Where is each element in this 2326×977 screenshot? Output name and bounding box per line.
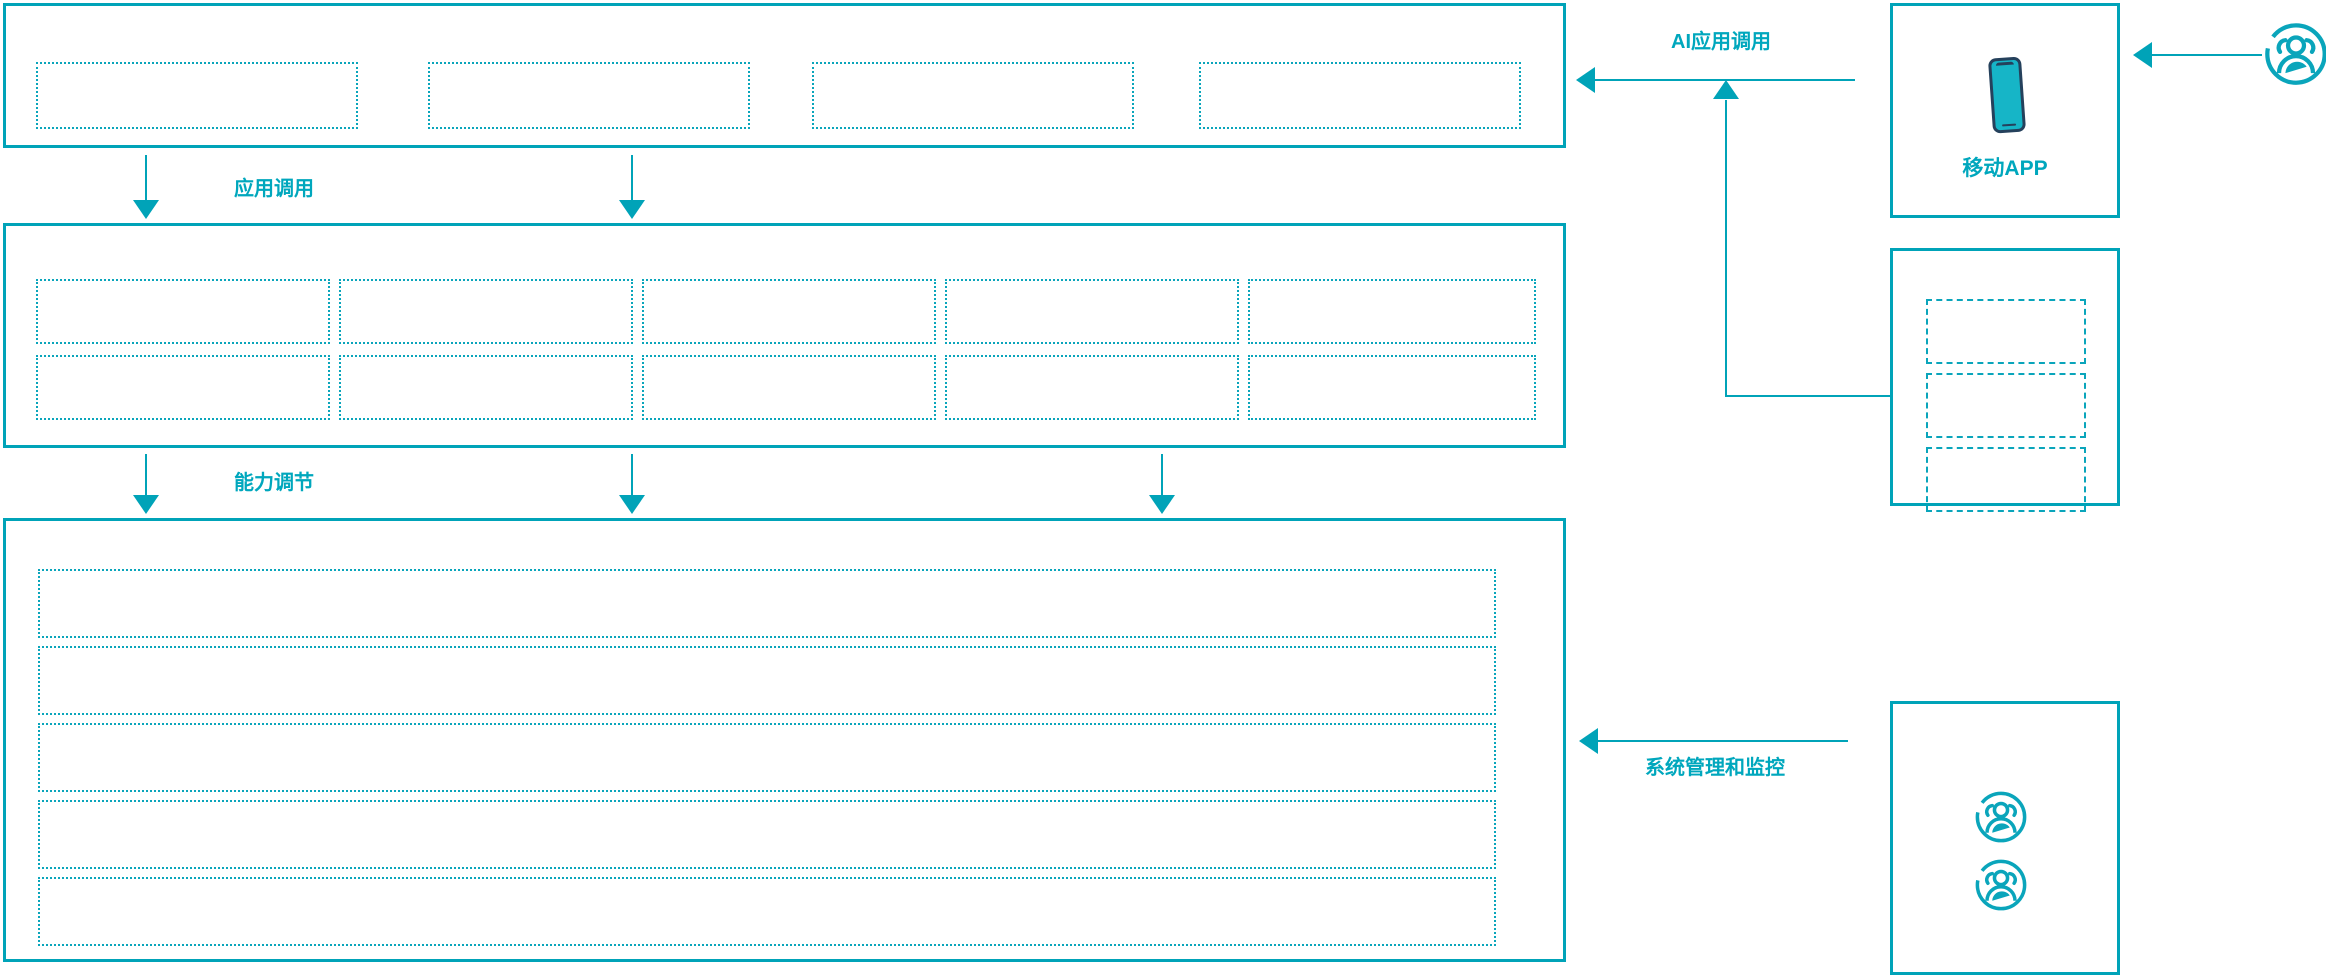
platform-layer-panel	[3, 518, 1566, 962]
end-user-arrow-shaft	[2152, 54, 2262, 56]
capability-box[interactable]	[945, 279, 1239, 344]
capability-box[interactable]	[642, 355, 936, 420]
platform-row[interactable]	[38, 723, 1496, 792]
capability-adjust-label: 能力调节	[234, 472, 314, 494]
users-group-icon	[1973, 789, 2029, 845]
capability-box[interactable]	[339, 355, 633, 420]
application-box[interactable]	[428, 62, 750, 129]
channel-connector-horizontal	[1725, 395, 1890, 397]
platform-row[interactable]	[38, 877, 1496, 946]
ai-app-call-arrow-head	[1576, 67, 1595, 93]
app-call-label: 应用调用	[234, 178, 314, 200]
capability-box[interactable]	[1248, 355, 1536, 420]
capability-box[interactable]	[339, 279, 633, 344]
operations-panel	[1890, 701, 2120, 975]
capability-box[interactable]	[642, 279, 936, 344]
capability-box[interactable]	[36, 355, 330, 420]
system-manage-arrow-head	[1579, 728, 1598, 754]
platform-row[interactable]	[38, 646, 1496, 715]
channel-connector-arrow-head	[1713, 80, 1739, 99]
app-call-arrow-shaft-left	[145, 155, 147, 203]
mobile-phone-icon	[1983, 55, 2033, 135]
capability-adjust-arrow-shaft-2	[631, 454, 633, 498]
channel-box[interactable]	[1926, 373, 2086, 438]
ai-app-call-label: AI应用调用	[1671, 31, 1771, 53]
platform-row[interactable]	[38, 800, 1496, 869]
system-manage-label: 系统管理和监控	[1645, 757, 1785, 779]
capability-layer-panel	[3, 223, 1566, 448]
channel-connector-vertical	[1725, 100, 1727, 396]
app-call-arrow-shaft-right	[631, 155, 633, 203]
capability-adjust-arrow-head-2	[619, 495, 645, 514]
capability-box[interactable]	[945, 355, 1239, 420]
app-call-arrow-head-left	[133, 200, 159, 219]
users-group-icon	[2262, 20, 2326, 88]
capability-adjust-arrow-head-3	[1149, 495, 1175, 514]
mobile-app-caption: 移动APP	[1962, 157, 2048, 180]
capability-adjust-arrow-shaft-3	[1161, 454, 1163, 498]
application-box[interactable]	[1199, 62, 1521, 129]
users-group-icon	[1973, 857, 2029, 913]
app-call-arrow-head-right	[619, 200, 645, 219]
capability-adjust-arrow-head-1	[133, 495, 159, 514]
capability-adjust-arrow-shaft-1	[145, 454, 147, 498]
channel-box[interactable]	[1926, 299, 2086, 364]
capability-box[interactable]	[1248, 279, 1536, 344]
application-layer-panel	[3, 3, 1566, 148]
application-box[interactable]	[36, 62, 358, 129]
capability-box[interactable]	[36, 279, 330, 344]
platform-row[interactable]	[38, 569, 1496, 638]
channel-box[interactable]	[1926, 447, 2086, 512]
channel-panel	[1890, 248, 2120, 512]
application-box[interactable]	[812, 62, 1134, 129]
end-user-arrow-head	[2133, 42, 2152, 68]
system-manage-arrow-shaft	[1598, 740, 1848, 742]
